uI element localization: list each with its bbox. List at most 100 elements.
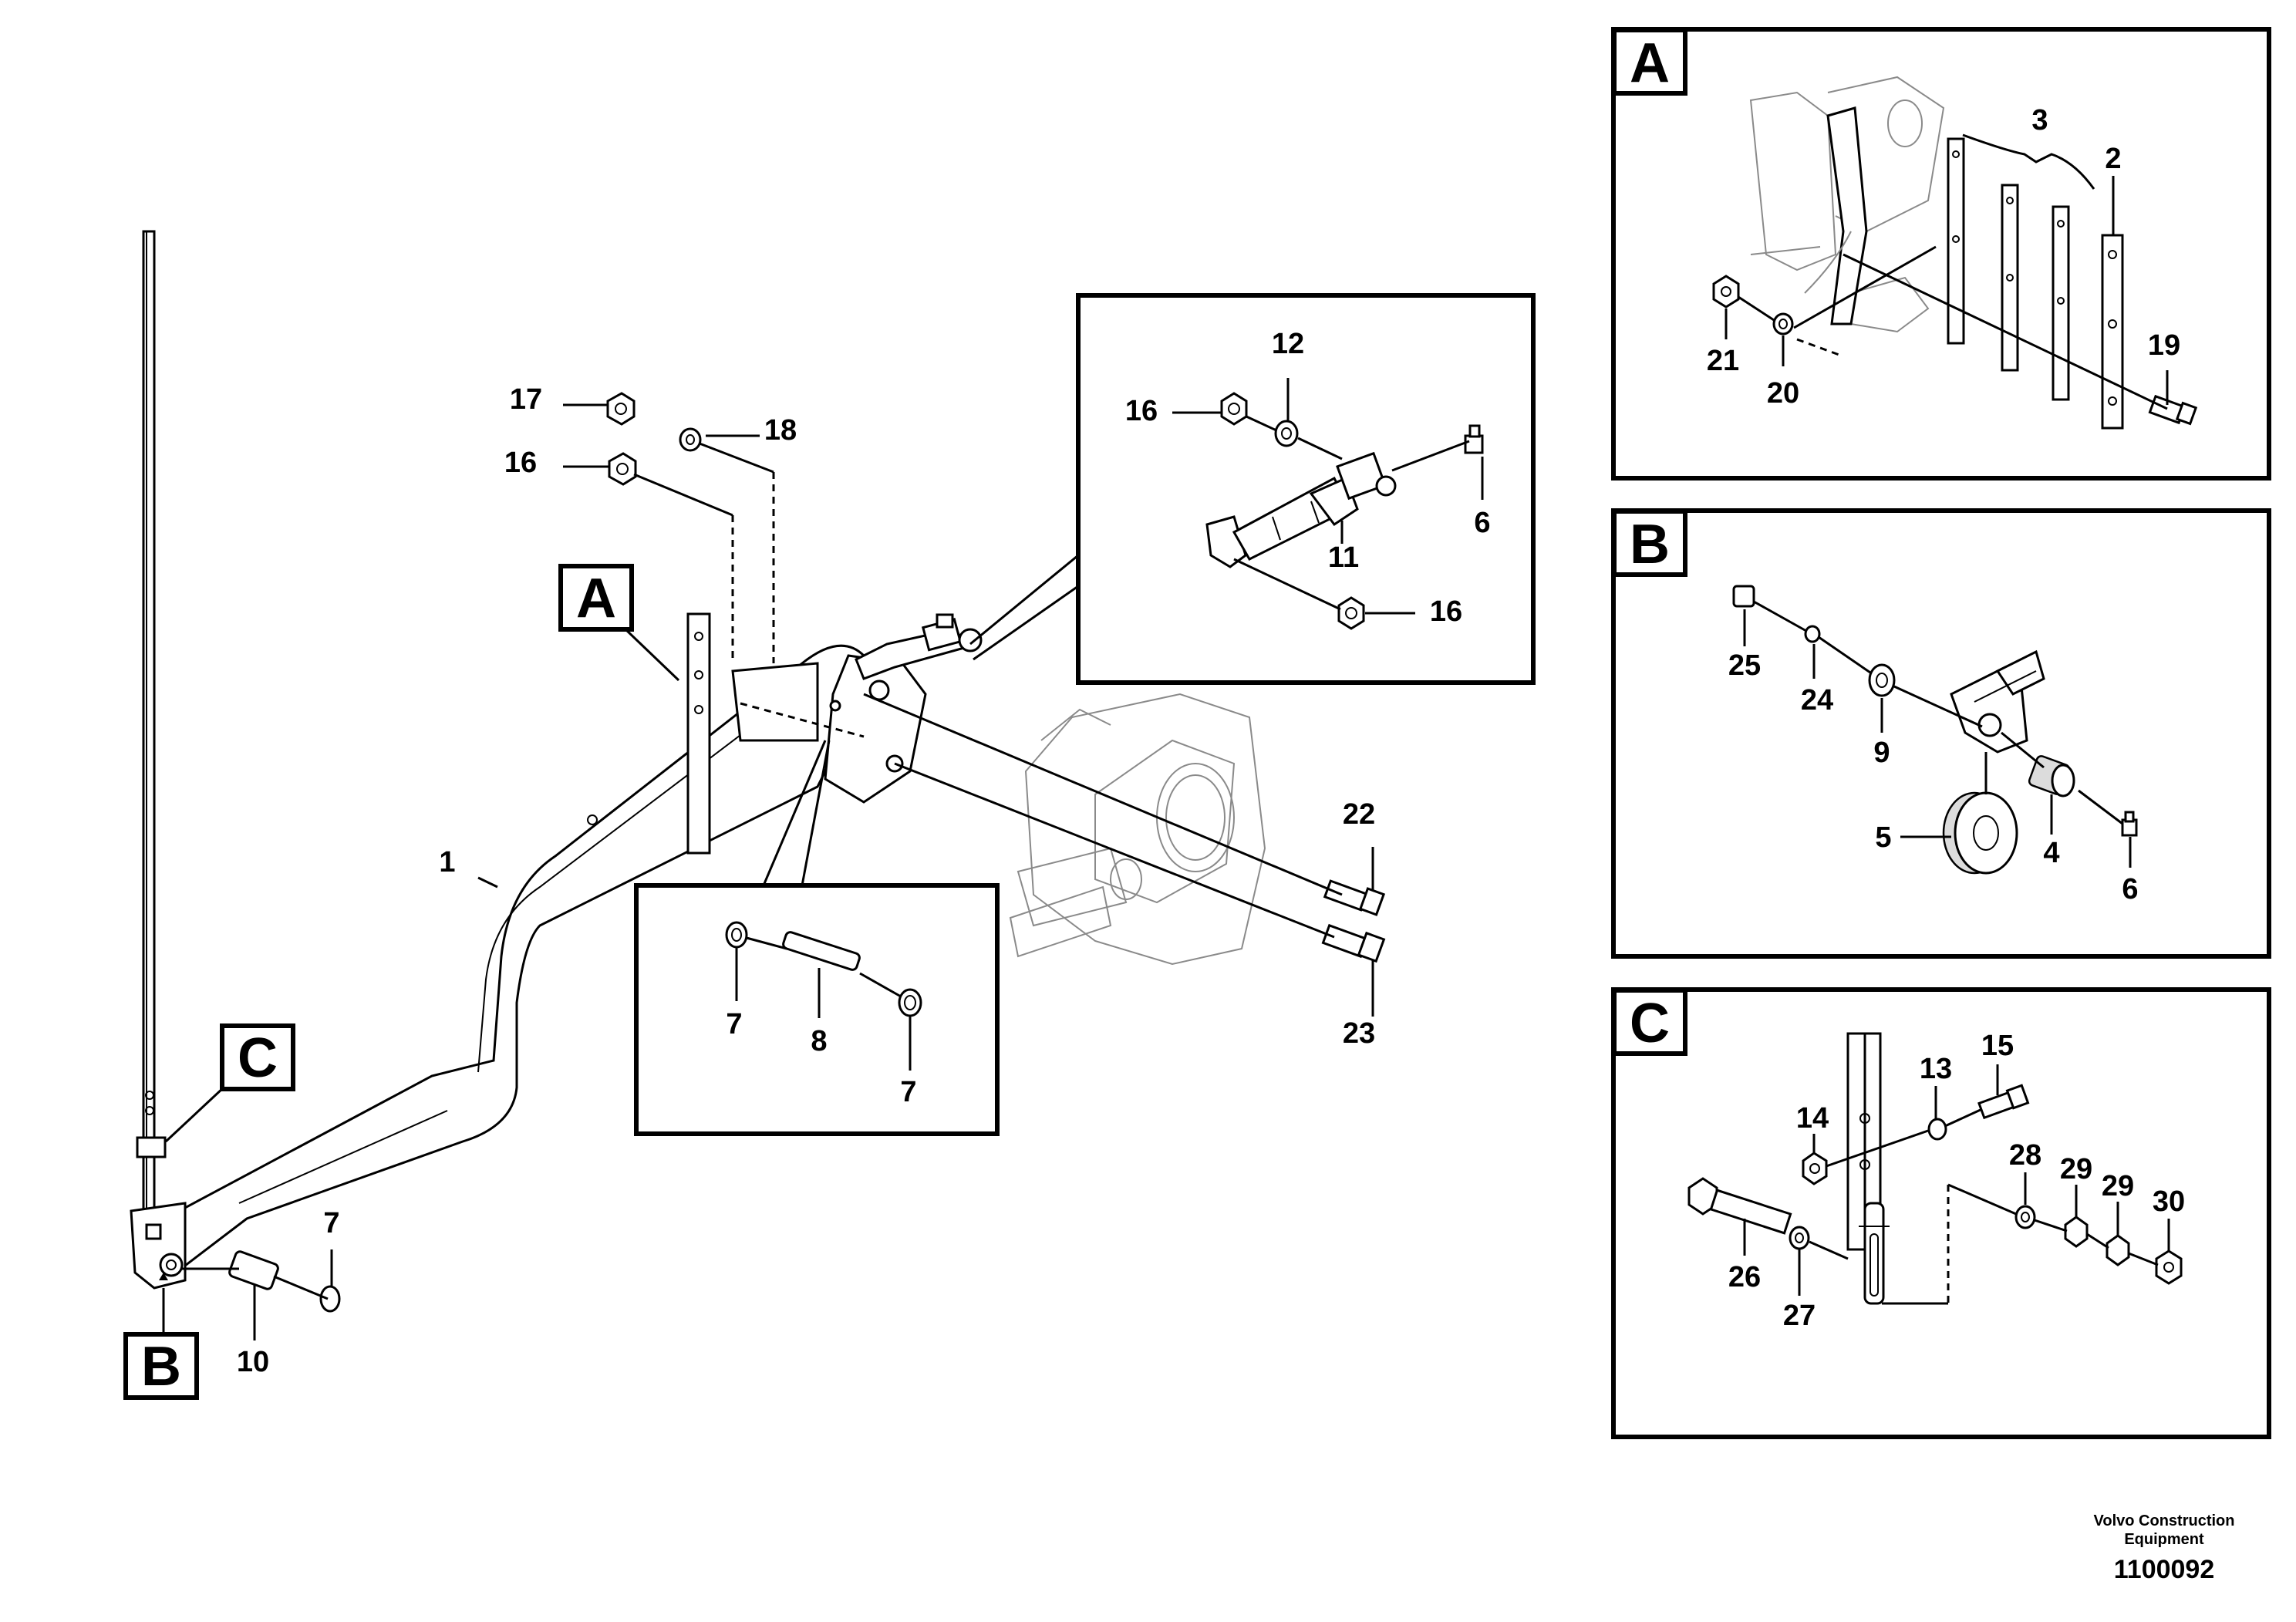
pin-8 [782, 931, 861, 971]
main-leader-lines [159, 403, 1374, 1340]
label-16-inset-top: 16 [1125, 395, 1158, 427]
arm-end-pivot [130, 1202, 187, 1290]
bushing-9 [1868, 663, 1896, 697]
bolt-25 [1732, 585, 1755, 608]
control-rod [136, 230, 167, 1236]
label-1: 1 [439, 846, 455, 878]
company-name-line2: Equipment [2124, 1531, 2204, 1548]
label-16-main: 16 [504, 447, 537, 479]
bolt-23 [1321, 923, 1386, 963]
rod-c [1846, 1032, 1890, 1305]
panel-a: A [1611, 27, 2271, 481]
strip-3a [1947, 137, 1965, 345]
clip-7-left [725, 921, 748, 949]
svg-text:C: C [1630, 993, 1670, 1054]
label-25: 25 [1728, 649, 1761, 682]
strip-2 [2101, 234, 2124, 430]
nut-29b [2106, 1234, 2130, 1266]
panel-b: B [1611, 508, 2271, 959]
label-24: 24 [1801, 684, 1833, 717]
washer-18 [679, 427, 702, 452]
pivot-bracket-b [1950, 649, 2045, 754]
label-18: 18 [764, 414, 797, 447]
washer-24 [1804, 625, 1821, 643]
label-12: 12 [1272, 328, 1304, 360]
callout-c-main: C [220, 1023, 295, 1091]
link-rod-main [855, 613, 983, 680]
svg-text:A: A [1630, 32, 1670, 94]
label-26: 26 [1728, 1261, 1761, 1293]
nut-30 [2155, 1249, 2183, 1285]
svg-text:A: A [576, 568, 616, 629]
bolt-19 [2148, 394, 2198, 426]
panel-c: C [1611, 987, 2271, 1439]
callout-a-main: A [558, 564, 634, 632]
drawing-footer: Volvo Construction Equipment 1100092 [2094, 1512, 2235, 1584]
washer-27 [1789, 1226, 1810, 1250]
label-4: 4 [2043, 837, 2059, 869]
bolt-15 [1977, 1084, 2030, 1120]
bolt-26 [1687, 1177, 1792, 1235]
label-15: 15 [1981, 1030, 2014, 1062]
inset-pin: 7 8 7 [634, 740, 1000, 1136]
nut-14 [1802, 1152, 1828, 1185]
strip-3b [2001, 184, 2019, 372]
inset-link-rod: 16 12 6 11 16 [969, 293, 1536, 685]
clip-7-right [898, 988, 922, 1017]
nut-16-main [608, 452, 637, 486]
callout-b-main: B [123, 1332, 199, 1400]
machine-frame-outline [1009, 693, 1266, 966]
label-17: 17 [510, 383, 542, 416]
label-20: 20 [1767, 377, 1799, 410]
label-10: 10 [237, 1346, 269, 1378]
label-13: 13 [1920, 1053, 1952, 1085]
label-9: 9 [1873, 737, 1890, 769]
label-6-inset: 6 [1474, 507, 1490, 539]
washer-12 [1274, 420, 1299, 447]
label-21: 21 [1707, 345, 1739, 377]
label-28: 28 [2009, 1139, 2041, 1172]
label-11: 11 [1328, 541, 1359, 574]
nut-29a [2064, 1216, 2089, 1248]
grease-nipple-6-b [2121, 811, 2138, 837]
bolt-22 [1323, 879, 1386, 916]
label-7-right: 7 [900, 1076, 916, 1108]
panel-a-frame-outline [1749, 76, 1945, 333]
grease-nipple-6-inset [1464, 424, 1484, 454]
pivot-knuckle [824, 654, 927, 804]
bushing-4 [2028, 755, 2075, 798]
label-14: 14 [1796, 1102, 1829, 1135]
company-name-line1: Volvo Construction [2094, 1512, 2235, 1529]
svg-text:B: B [141, 1336, 181, 1398]
label-29-b: 29 [2102, 1170, 2134, 1202]
label-23: 23 [1343, 1017, 1375, 1050]
drawing-number: 1100092 [2114, 1555, 2215, 1584]
washer-13 [1927, 1118, 1947, 1141]
pin-10 [228, 1250, 341, 1313]
nut-17 [606, 392, 636, 426]
svg-text:C: C [238, 1027, 278, 1089]
label-2: 2 [2105, 143, 2121, 175]
label-6-b: 6 [2122, 873, 2138, 905]
label-7-left: 7 [726, 1008, 742, 1040]
label-29-a: 29 [2060, 1153, 2092, 1185]
roller-5 [1942, 791, 2018, 875]
label-19: 19 [2148, 329, 2180, 362]
label-22: 22 [1343, 798, 1375, 831]
nut-16-inset-bottom [1337, 596, 1365, 630]
label-30: 30 [2153, 1185, 2185, 1218]
main-assembly-view: A C B 1 17 18 16 22 23 10 7 [123, 230, 1386, 1400]
label-3: 3 [2031, 104, 2048, 137]
mounting-bracket [686, 612, 819, 855]
label-16-inset-bottom: 16 [1430, 595, 1462, 628]
label-8: 8 [811, 1025, 827, 1057]
washer-28 [2014, 1205, 2036, 1229]
svg-text:B: B [1630, 514, 1670, 575]
label-27: 27 [1783, 1300, 1816, 1332]
label-5: 5 [1875, 821, 1891, 854]
nut-16-inset-top [1220, 392, 1248, 426]
turnbuckle-11 [1205, 451, 1397, 568]
strip-3c [2052, 205, 2070, 401]
nut-21 [1712, 275, 1740, 309]
